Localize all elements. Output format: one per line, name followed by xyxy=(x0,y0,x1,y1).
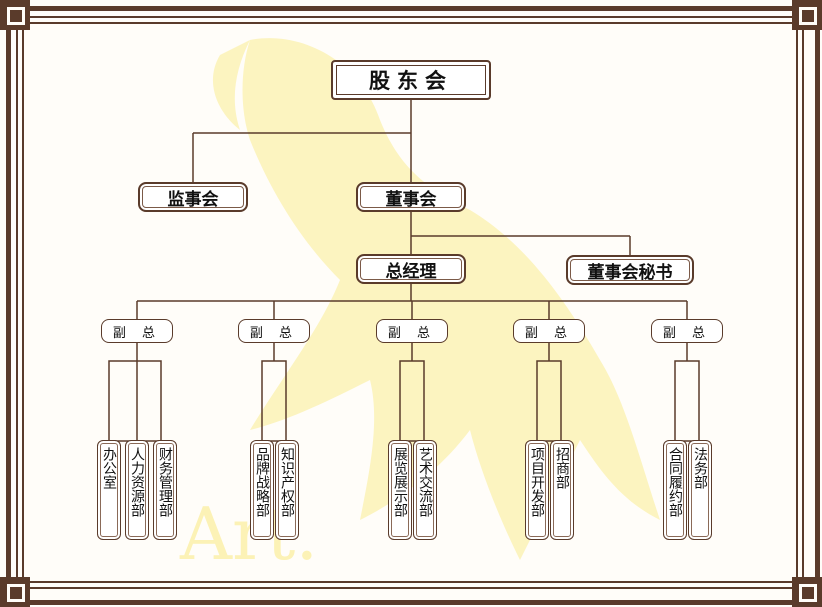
vice-president-label: 副 总 xyxy=(524,325,574,341)
department-box: 财务管理部 xyxy=(153,440,177,540)
supervisors-label: 监事会 xyxy=(167,189,219,210)
department-label: 知识产权部 xyxy=(279,447,295,517)
general-manager-box: 总经理 xyxy=(356,254,466,284)
vice-president-box: 副 总 xyxy=(651,319,723,343)
board-label: 董事会 xyxy=(385,189,437,210)
department-box: 展览展示部 xyxy=(388,440,412,540)
corner-ornament-top-right xyxy=(792,0,822,30)
vice-president-box: 副 总 xyxy=(238,319,310,343)
department-box: 法务部 xyxy=(688,440,712,540)
department-label: 展览展示部 xyxy=(392,447,408,517)
board-secretary-box: 董事会秘书 xyxy=(566,255,694,285)
department-label: 法务部 xyxy=(692,447,708,489)
corner-ornament-top-left xyxy=(0,0,30,30)
department-box: 招商部 xyxy=(550,440,574,540)
department-label: 品牌战略部 xyxy=(254,447,270,517)
vice-president-label: 副 总 xyxy=(662,325,712,341)
department-label: 人力资源部 xyxy=(129,447,145,517)
department-label: 项目开发部 xyxy=(529,447,545,517)
department-box: 项目开发部 xyxy=(525,440,549,540)
outer-frame xyxy=(6,6,820,605)
department-label: 艺术交流部 xyxy=(417,447,433,517)
middle-frame xyxy=(16,16,804,589)
vice-president-box: 副 总 xyxy=(513,319,585,343)
department-box: 人力资源部 xyxy=(125,440,149,540)
inner-frame xyxy=(22,22,798,583)
board-secretary-label: 董事会秘书 xyxy=(587,262,673,283)
board-box: 董事会 xyxy=(356,182,466,212)
shareholders-meeting-label: 股东会 xyxy=(369,69,453,93)
vice-president-box: 副 总 xyxy=(101,319,173,343)
department-box: 知识产权部 xyxy=(275,440,299,540)
department-box: 品牌战略部 xyxy=(250,440,274,540)
department-label: 招商部 xyxy=(554,447,570,489)
vice-president-label: 副 总 xyxy=(112,325,162,341)
vice-president-label: 副 总 xyxy=(249,325,299,341)
supervisors-box: 监事会 xyxy=(138,182,248,212)
general-manager-label: 总经理 xyxy=(385,261,437,282)
vice-president-label: 副 总 xyxy=(387,325,437,341)
department-box: 合同履约部 xyxy=(663,440,687,540)
department-box: 艺术交流部 xyxy=(413,440,437,540)
corner-ornament-bottom-right xyxy=(792,577,822,607)
department-label: 合同履约部 xyxy=(667,447,683,517)
shareholders-meeting-box: 股东会 xyxy=(331,60,491,100)
department-box: 办公室 xyxy=(97,440,121,540)
department-label: 财务管理部 xyxy=(157,447,173,517)
corner-ornament-bottom-left xyxy=(0,577,30,607)
department-label: 办公室 xyxy=(101,447,117,489)
vice-president-box: 副 总 xyxy=(376,319,448,343)
